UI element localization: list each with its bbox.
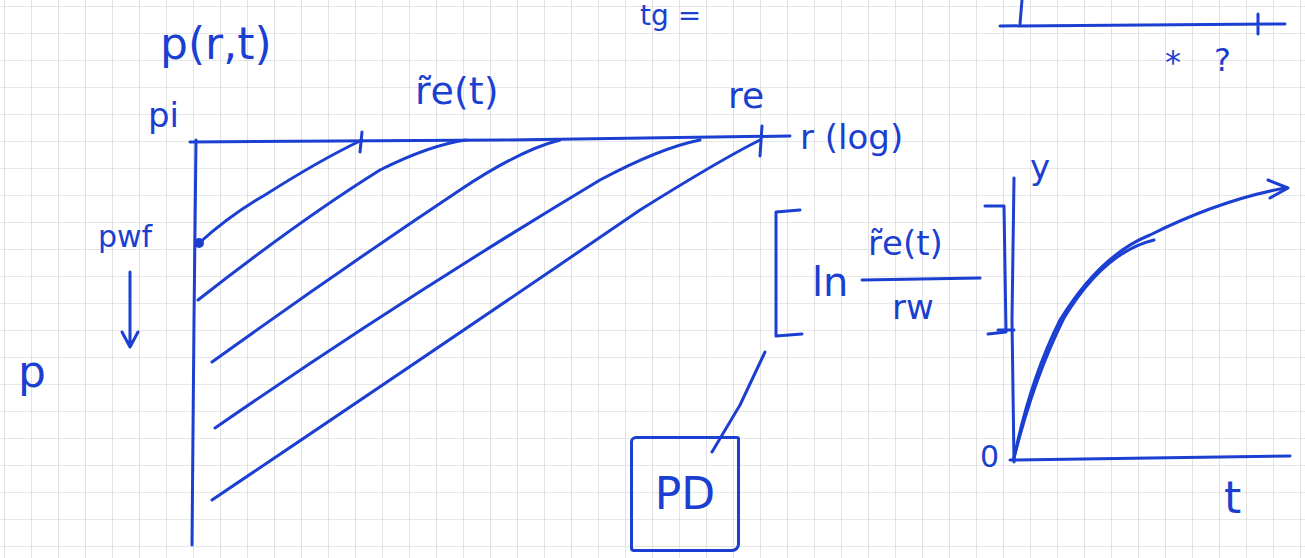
growth-curve bbox=[1014, 240, 1154, 458]
growth-curve bbox=[1014, 188, 1285, 458]
axis-label: r (log) bbox=[800, 120, 903, 154]
note-text: tg = bbox=[640, 2, 701, 30]
axis-ticks bbox=[998, 329, 1014, 332]
wellbore-dot bbox=[194, 238, 204, 248]
formula-text: ln bbox=[812, 262, 848, 302]
bracket bbox=[776, 210, 802, 336]
radius-label: r̃e(t) bbox=[415, 72, 499, 110]
t-axis bbox=[1010, 456, 1290, 460]
partial-axis bbox=[1000, 0, 1285, 34]
fraction-bar bbox=[862, 278, 980, 280]
radius-label: re bbox=[728, 78, 764, 114]
pressure-profile bbox=[212, 140, 760, 500]
pressure-profile bbox=[212, 140, 560, 362]
pressure-profile bbox=[215, 140, 700, 428]
axis-label: t bbox=[1224, 476, 1241, 520]
p-axis bbox=[192, 140, 196, 545]
axis-title: p(r,t) bbox=[160, 22, 272, 66]
pressure-profile bbox=[198, 140, 362, 244]
pressure-label: pwf bbox=[98, 222, 152, 252]
note-text: ? bbox=[1214, 44, 1231, 76]
formula-text: rw bbox=[892, 290, 934, 324]
arrow-head bbox=[1268, 180, 1288, 198]
box-text: PD bbox=[655, 472, 737, 516]
variable-box: PD bbox=[630, 436, 740, 552]
axis-label: y bbox=[1030, 150, 1050, 184]
formula-text: r̃e(t) bbox=[868, 226, 943, 260]
axis-label: 0 bbox=[980, 442, 999, 472]
pressure-label: pi bbox=[148, 98, 179, 132]
bracket bbox=[985, 206, 1006, 334]
note-text: * bbox=[1165, 46, 1181, 78]
decline-arrow bbox=[122, 272, 138, 347]
y-axis bbox=[1012, 178, 1014, 462]
axis-label: p bbox=[18, 350, 46, 394]
